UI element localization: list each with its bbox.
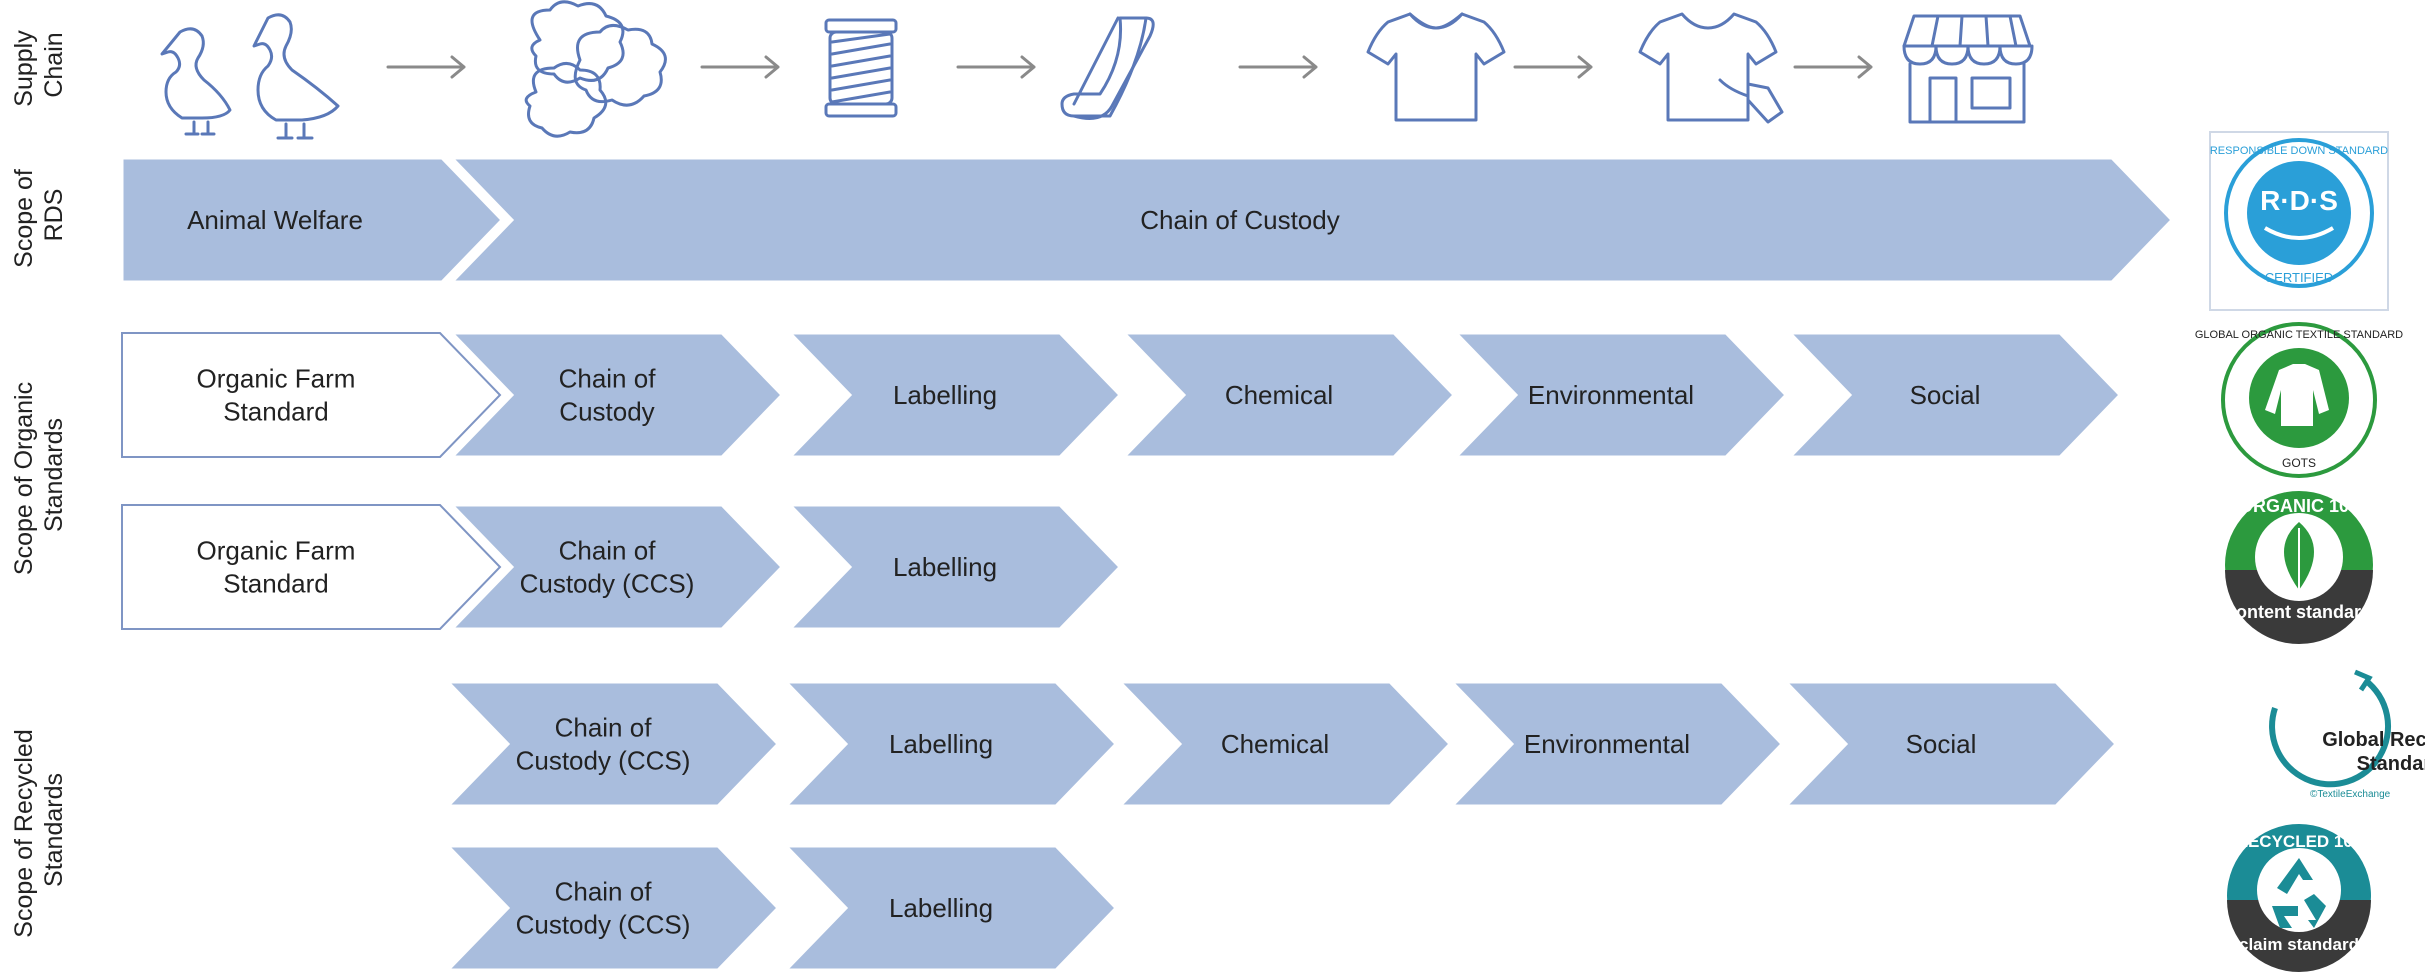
yarn-spool-icon xyxy=(824,18,898,118)
rcs-step-2-shape xyxy=(782,844,1119,972)
arrow-icon xyxy=(386,55,466,79)
arrow-icon xyxy=(1793,55,1873,79)
gots-logo: GLOBAL ORGANIC TEXTILE STANDARD GOTS xyxy=(2195,322,2403,478)
arrow-icon xyxy=(1513,55,1593,79)
svg-text:RESPONSIBLE DOWN STANDARD: RESPONSIBLE DOWN STANDARD xyxy=(2210,145,2388,157)
svg-text:GOTS: GOTS xyxy=(2282,456,2316,470)
grs-step-4-label: Environmental xyxy=(1524,729,1690,759)
tagged-tshirt-icon xyxy=(1638,12,1784,124)
grs-step-2-shape xyxy=(782,680,1119,808)
grs-logo: Global Recycled Standard ©TextileExchang… xyxy=(2269,669,2425,800)
rds-chain-of-custody-shape xyxy=(448,156,2175,284)
rcs-step-1-shape xyxy=(444,844,781,972)
rcs-step-2-label: Labelling xyxy=(889,893,993,923)
tshirt-icon xyxy=(1366,12,1506,122)
svg-text:Standard: Standard xyxy=(2357,753,2425,775)
svg-text:©TextileExchange: ©TextileExchange xyxy=(2310,789,2391,800)
rds-chain-of-custody-label: Chain of Custody xyxy=(1140,205,1339,235)
rds-animal-welfare-label: Animal Welfare xyxy=(187,205,363,235)
svg-text:GLOBAL ORGANIC TEXTILE STANDAR: GLOBAL ORGANIC TEXTILE STANDARD xyxy=(2195,329,2403,341)
rcs-logo: RECYCLED 100 claim standard xyxy=(2227,824,2371,972)
grs-step-2-label: Labelling xyxy=(889,729,993,759)
svg-text:Global Recycled: Global Recycled xyxy=(2322,729,2425,751)
supply-chain-icons xyxy=(160,0,2034,140)
gots-step-3-label: Labelling xyxy=(893,380,997,410)
gots-step-5-shape xyxy=(1452,331,1789,459)
gots-step-5-label: Environmental xyxy=(1528,380,1694,410)
ocs-step-3-label: Labelling xyxy=(893,552,997,582)
ocs-step-3-shape xyxy=(786,503,1123,631)
svg-text:R·D·S: R·D·S xyxy=(2260,185,2338,216)
svg-text:RECYCLED 100: RECYCLED 100 xyxy=(2236,832,2363,851)
row-label-rds: Scope of RDS xyxy=(10,162,68,268)
svg-text:content standard: content standard xyxy=(2226,602,2372,622)
grs-step-5-label: Social xyxy=(1906,729,1977,759)
grs-step-5-shape xyxy=(1782,680,2119,808)
rds-animal-welfare-shape xyxy=(120,156,505,284)
arrow-icon xyxy=(956,55,1036,79)
retail-store-icon xyxy=(1902,14,2034,124)
ocs-logo: ORGANIC 100 content standard xyxy=(2225,491,2373,644)
gots-step-6-label: Social xyxy=(1910,380,1981,410)
flow-arrows xyxy=(386,55,1873,79)
down-clusters-icon xyxy=(524,0,667,138)
gots-step-2-shape xyxy=(448,331,785,459)
grs-step-3-label: Chemical xyxy=(1221,729,1329,759)
row-label-organic: Scope of Organic Standards xyxy=(10,375,68,575)
svg-text:CERTIFIED: CERTIFIED xyxy=(2265,270,2333,285)
gots-step-3-shape xyxy=(786,331,1123,459)
gots-step-1-shape xyxy=(121,332,502,458)
rds-logo: R·D·S RESPONSIBLE DOWN STANDARD CERTIFIE… xyxy=(2209,131,2389,311)
gots-step-4-shape xyxy=(1120,331,1457,459)
row-label-recycled: Scope of Recycled Standards xyxy=(10,722,68,937)
gots-step-4-label: Chemical xyxy=(1225,380,1333,410)
svg-text:ORGANIC 100: ORGANIC 100 xyxy=(2239,496,2359,516)
grs-step-3-shape xyxy=(1116,680,1453,808)
gots-step-6-shape xyxy=(1786,331,2123,459)
svg-text:claim standard: claim standard xyxy=(2239,935,2359,954)
geese-icon xyxy=(160,13,340,140)
ocs-step-1-shape xyxy=(121,504,502,630)
arrow-icon xyxy=(1238,55,1318,79)
grs-step-1-shape xyxy=(444,680,781,808)
row-label-supply-chain: Supply Chain xyxy=(10,23,68,106)
arrow-icon xyxy=(700,55,780,79)
logos: R·D·S RESPONSIBLE DOWN STANDARD CERTIFIE… xyxy=(2195,131,2425,972)
grs-step-4-shape xyxy=(1448,680,1785,808)
ocs-step-2-shape xyxy=(448,503,785,631)
fabric-roll-icon xyxy=(1060,16,1155,120)
